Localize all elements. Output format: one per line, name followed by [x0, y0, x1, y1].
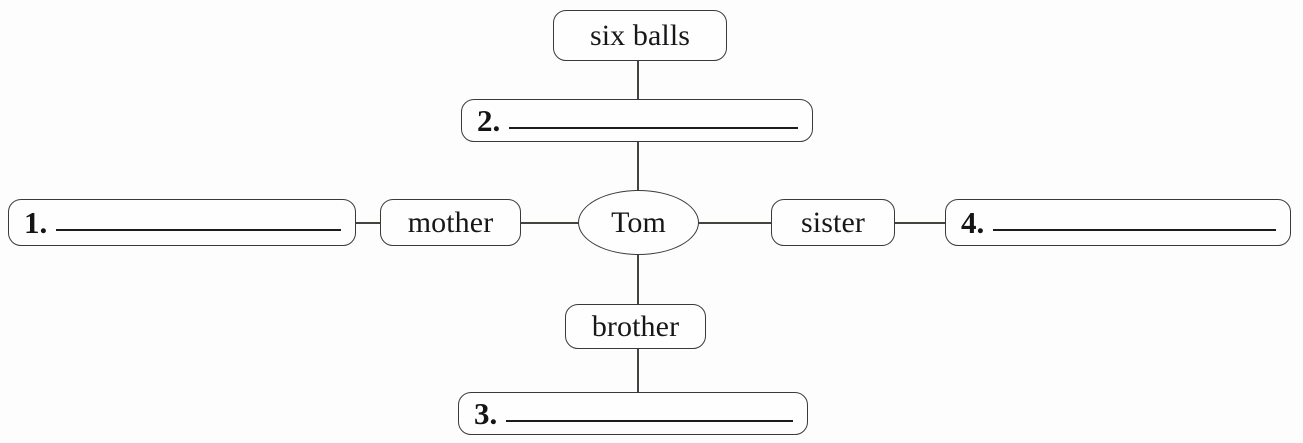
- connector-blank1-to-mother: [355, 222, 381, 224]
- node-sister-label: sister: [801, 205, 865, 239]
- answer-box-2-number: 2.: [477, 103, 501, 138]
- connector-sixballs-to-blank2: [637, 59, 639, 104]
- node-mother-label: mother: [407, 205, 494, 239]
- node-brother[interactable]: brother: [565, 304, 706, 349]
- node-six-balls-label: six balls: [589, 18, 691, 52]
- answer-box-2[interactable]: 2.: [461, 99, 813, 142]
- answer-box-1-number: 1.: [24, 205, 48, 240]
- node-center-tom[interactable]: Tom: [578, 190, 699, 255]
- connector-center-to-sister: [698, 222, 772, 224]
- answer-box-4-rule[interactable]: [993, 229, 1276, 231]
- node-sister[interactable]: sister: [771, 199, 895, 246]
- answer-box-3-number: 3.: [474, 396, 498, 431]
- answer-box-1-rule[interactable]: [56, 229, 341, 231]
- answer-box-3-rule[interactable]: [506, 420, 793, 422]
- connector-center-to-brother: [637, 253, 639, 305]
- node-brother-label: brother: [591, 309, 680, 343]
- answer-box-1[interactable]: 1.: [8, 199, 356, 246]
- node-six-balls[interactable]: six balls: [553, 10, 727, 61]
- node-center-tom-label: Tom: [611, 205, 666, 239]
- answer-box-2-rule[interactable]: [509, 127, 798, 129]
- answer-box-4[interactable]: 4.: [945, 199, 1291, 246]
- answer-box-4-number: 4.: [961, 205, 985, 240]
- connector-sister-to-blank4: [894, 222, 946, 224]
- connector-mother-to-center: [520, 222, 580, 224]
- connector-blank2-to-center: [637, 141, 639, 191]
- answer-box-3[interactable]: 3.: [458, 392, 808, 435]
- node-mother[interactable]: mother: [380, 199, 521, 246]
- connector-brother-to-blank3: [637, 348, 639, 393]
